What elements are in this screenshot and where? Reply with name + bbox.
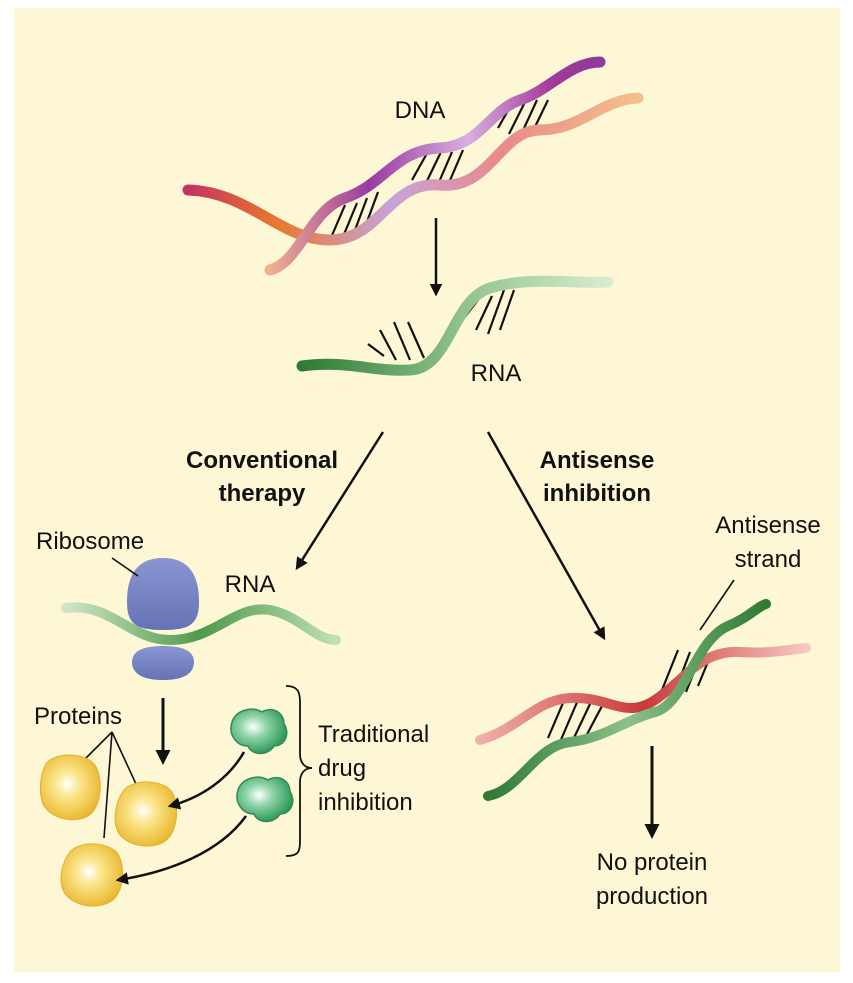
dna-label: DNA xyxy=(395,97,446,124)
traditional-brace xyxy=(285,685,313,857)
drug-molecule-icon xyxy=(236,776,294,823)
rna-strand-green xyxy=(483,599,771,801)
antisense-inhibition-title: Antisense xyxy=(540,447,655,474)
antisense-arrow xyxy=(486,431,606,641)
rna-left-label: RNA xyxy=(225,571,276,598)
drug-arrow-1 xyxy=(167,751,246,810)
protein-pointers xyxy=(85,731,137,839)
ribosome-icon xyxy=(127,558,199,680)
rna-strand-top xyxy=(296,275,614,376)
traditional-drug-label-2: drug xyxy=(318,755,366,782)
antisense-strand-label: Antisense xyxy=(715,512,820,539)
dna-strand-b xyxy=(264,56,606,276)
dna-strand-a xyxy=(182,92,644,246)
antisense-duplex xyxy=(475,599,811,801)
antisense-strand-red xyxy=(475,643,811,745)
conventional-therapy-title: Conventional xyxy=(186,447,338,474)
dna-helix xyxy=(182,56,644,276)
ribosome-label: Ribosome xyxy=(36,528,144,555)
antisense-strand-label-2: strand xyxy=(735,546,802,573)
ribosome-pointer xyxy=(111,557,139,577)
rna-top-label: RNA xyxy=(471,360,522,387)
conventional-arrow xyxy=(295,431,385,571)
traditional-drug-label: Traditional xyxy=(318,721,429,748)
antisense-inhibition-title-2: inhibition xyxy=(543,480,651,507)
proteins-label: Proteins xyxy=(34,703,122,730)
protein-blob-icon xyxy=(39,754,101,821)
drug-arrow-2 xyxy=(115,815,248,885)
antisense-strand-pointer xyxy=(699,579,735,631)
traditional-drug-label-3: inhibition xyxy=(318,789,413,816)
protein-blob-icon xyxy=(60,843,124,907)
no-protein-label: No protein xyxy=(597,849,708,876)
no-protein-label-2: production xyxy=(596,883,708,910)
protein-blob-icon xyxy=(114,781,178,847)
conventional-therapy-title-2: therapy xyxy=(219,480,306,507)
rna-strand-left xyxy=(61,602,341,646)
drug-molecule-icon xyxy=(230,708,288,755)
